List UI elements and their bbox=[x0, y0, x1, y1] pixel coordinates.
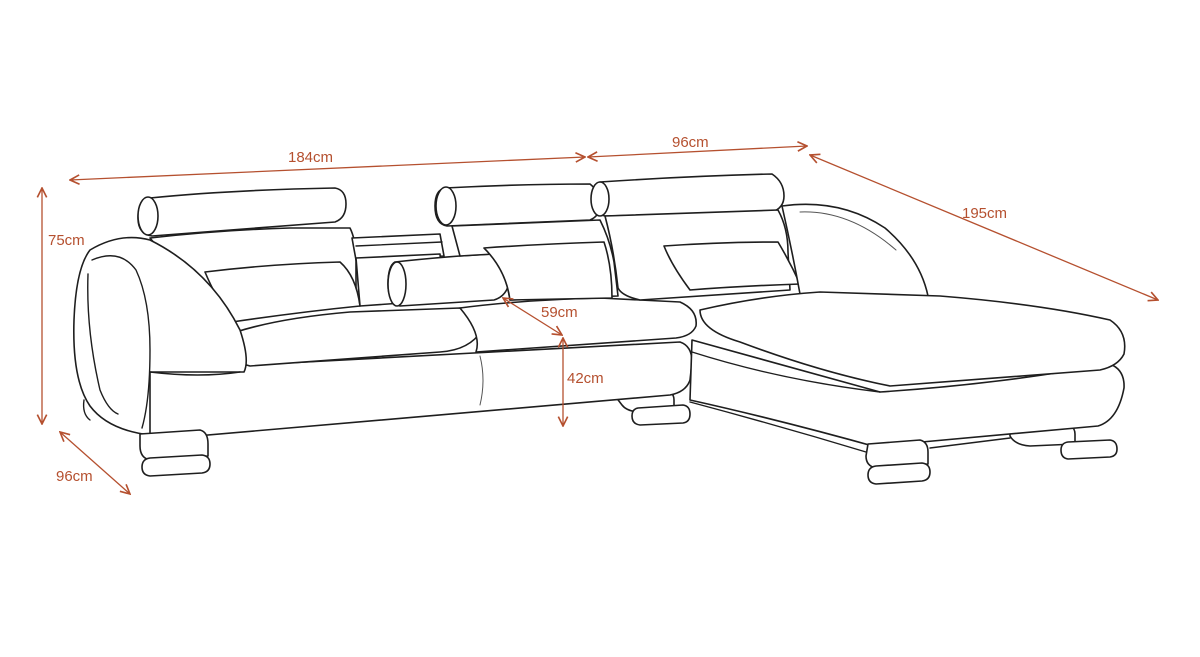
dimension-labels: 184cm 96cm 195cm 75cm 96cm 59cm 42cm bbox=[48, 134, 1007, 485]
label-height: 75cm bbox=[48, 232, 85, 249]
chaise-base bbox=[689, 339, 1125, 449]
bolster-pillow bbox=[387, 253, 511, 307]
front-foot-left bbox=[139, 429, 211, 477]
chaise-arm bbox=[781, 203, 929, 297]
base-rails bbox=[82, 399, 1011, 453]
label-right-width: 96cm bbox=[672, 134, 709, 151]
dim-line-184 bbox=[70, 157, 585, 180]
middle-back-cushion bbox=[483, 241, 613, 301]
label-left-width: 184cm bbox=[288, 149, 333, 166]
corner-headrest bbox=[590, 173, 785, 217]
dim-line-59 bbox=[503, 298, 562, 335]
dimension-lines bbox=[42, 146, 1158, 494]
corner-back-cushion bbox=[663, 241, 801, 291]
label-depth: 96cm bbox=[56, 468, 93, 485]
dim-line-195 bbox=[810, 155, 1158, 300]
front-foot-chaise bbox=[865, 439, 931, 485]
left-arm bbox=[73, 236, 248, 436]
label-seat-depth: 59cm bbox=[541, 304, 578, 321]
dim-line-96-depth bbox=[60, 432, 130, 494]
label-seat-height: 42cm bbox=[567, 370, 604, 387]
left-headrest bbox=[137, 187, 347, 237]
sofa-drawing bbox=[73, 173, 1126, 485]
middle-headrest bbox=[434, 183, 601, 227]
label-chaise-length: 195cm bbox=[962, 205, 1007, 222]
dim-line-96-top bbox=[588, 146, 807, 157]
